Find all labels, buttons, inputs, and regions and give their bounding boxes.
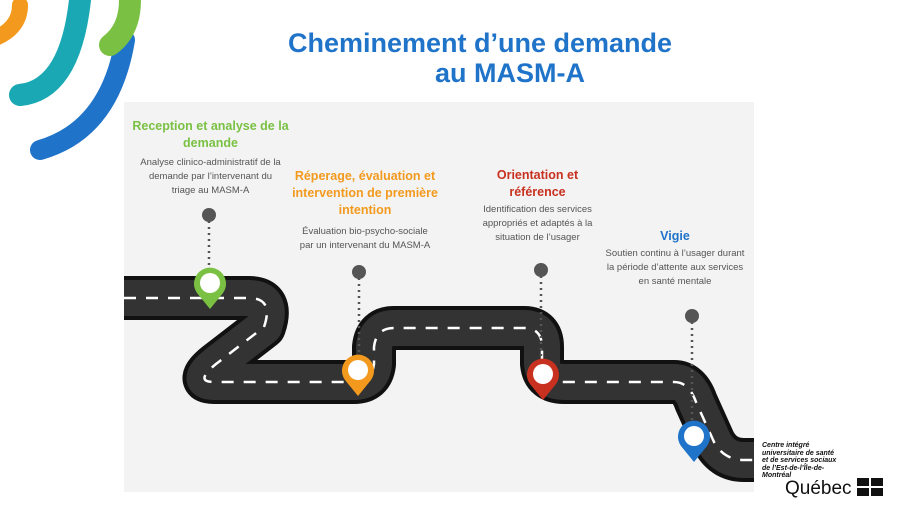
- step-title: Vigie: [660, 229, 690, 243]
- decorative-arcs: [0, 0, 141, 160]
- location-pin-icon: [342, 354, 374, 396]
- quebec-wordmark: Québec: [785, 478, 852, 499]
- title-line-2: au MASM-A: [435, 58, 585, 88]
- road: [124, 208, 754, 482]
- location-pin-icon: [527, 358, 559, 400]
- step-description: Identification des services appropriés e…: [482, 204, 593, 243]
- step-reperage: Réperage, évaluation et intervention de …: [285, 168, 445, 253]
- step-title: Reception et analyse de la demande: [132, 119, 289, 150]
- quebec-logo: Québec: [785, 478, 883, 500]
- step-title: Réperage, évaluation et intervention de …: [292, 169, 438, 217]
- location-pin-icon: [194, 267, 226, 309]
- step-orientation: Orientation et référence Identification …: [475, 167, 600, 245]
- step-description: Analyse clinico-administratif de la dema…: [140, 157, 281, 196]
- quebec-flag-icon: [856, 478, 883, 496]
- title-line-1: Cheminement d’une demande: [287, 28, 673, 58]
- step-vigie: Vigie Soutien continu à l’usager durant …: [605, 228, 745, 289]
- step-title: Orientation et référence: [496, 168, 579, 199]
- organization-name: Centre intégré universitaire de santé et…: [762, 442, 837, 479]
- step-description: Évaluation bio-psycho-sociale par un int…: [299, 226, 431, 251]
- step-reception: Reception et analyse de la demande Analy…: [128, 118, 293, 198]
- page-title: Cheminement d’une demande au MASM-A: [200, 28, 760, 88]
- step-description: Soutien continu à l’usager durant la pér…: [605, 248, 745, 287]
- location-pin-icon: [678, 420, 710, 462]
